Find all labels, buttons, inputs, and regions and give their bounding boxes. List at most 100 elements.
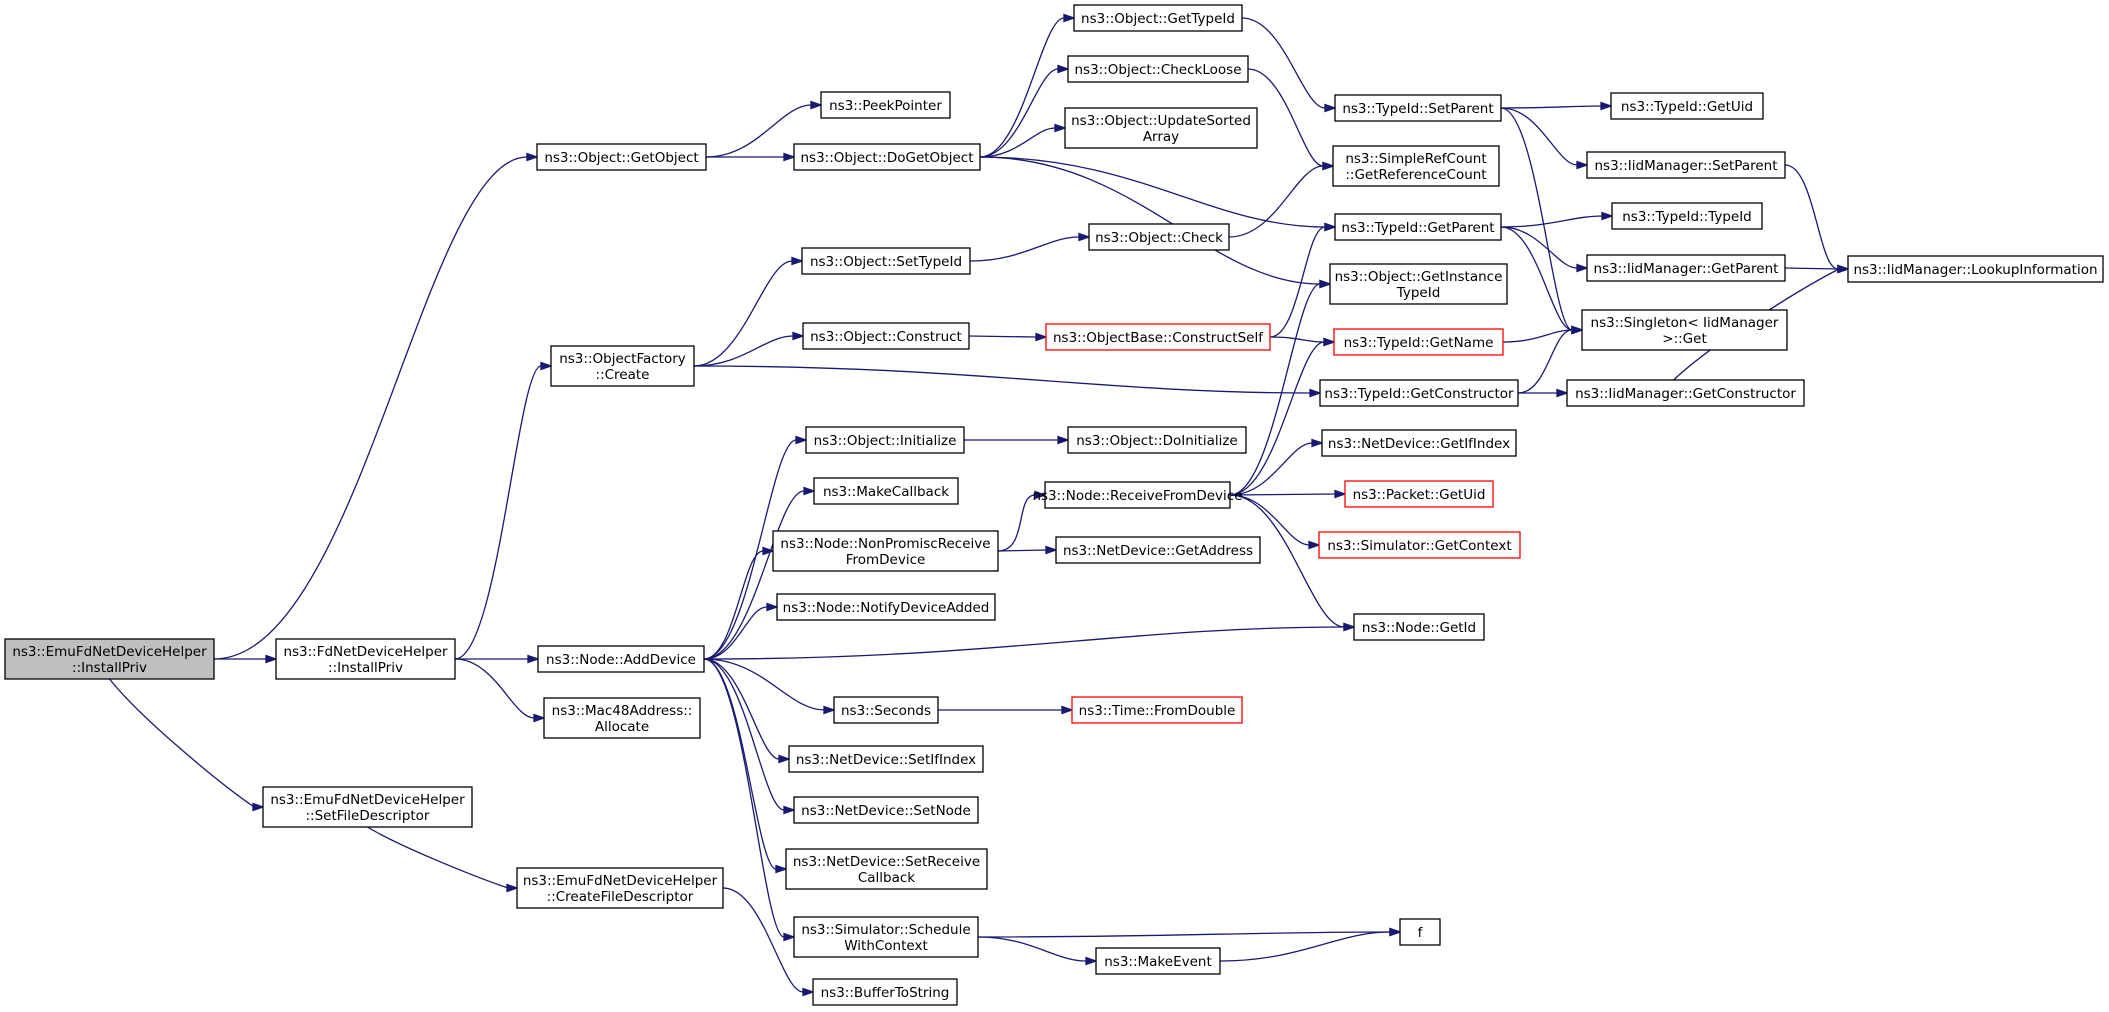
function-node-getifindex[interactable]: ns3::NetDevice::GetIfIndex bbox=[1321, 429, 1517, 457]
function-node-buffer2str[interactable]: ns3::BufferToString bbox=[812, 978, 958, 1006]
function-node-checkloose[interactable]: ns3::Object::CheckLoose bbox=[1067, 55, 1249, 83]
function-node-notifyadded[interactable]: ns3::Node::NotifyDeviceAdded bbox=[776, 593, 996, 621]
function-node-label: >::Get bbox=[1662, 331, 1706, 347]
function-node-tid_typeid[interactable]: ns3::TypeId::TypeId bbox=[1611, 202, 1763, 230]
function-node-label: ns3::Node::NonPromiscReceive bbox=[780, 536, 990, 552]
function-node-makeevent[interactable]: ns3::MakeEvent bbox=[1095, 947, 1221, 975]
call-edge-getobject-peek bbox=[705, 100, 823, 158]
function-node-label: ::SetFileDescriptor bbox=[306, 808, 430, 824]
function-node-root[interactable]: ns3::EmuFdNetDeviceHelper::InstallPriv bbox=[4, 638, 215, 680]
function-node-label: ns3::Object::DoGetObject bbox=[800, 150, 973, 166]
function-node-iid_setparent[interactable]: ns3::IidManager::SetParent bbox=[1586, 151, 1786, 179]
function-node-label: ns3::TypeId::SetParent bbox=[1342, 101, 1493, 117]
function-node-iid_getctor[interactable]: ns3::IidManager::GetConstructor bbox=[1566, 379, 1805, 407]
function-node-tid_getuid[interactable]: ns3::TypeId::GetUid bbox=[1610, 92, 1764, 120]
function-node-iid_getparent[interactable]: ns3::IidManager::GetParent bbox=[1586, 254, 1786, 282]
function-node-tid_setparent[interactable]: ns3::TypeId::SetParent bbox=[1334, 94, 1502, 122]
function-node-label: ns3::TypeId::GetUid bbox=[1621, 99, 1753, 115]
function-node-objfactory[interactable]: ns3::ObjectFactory::Create bbox=[550, 345, 695, 387]
function-node-tid_getname[interactable]: ns3::TypeId::GetName bbox=[1333, 328, 1504, 356]
call-edge-tid_setparent-singleton bbox=[1500, 107, 1584, 335]
function-node-tid_getparent[interactable]: ns3::TypeId::GetParent bbox=[1334, 213, 1502, 241]
function-node-label: ns3::Packet::GetUid bbox=[1353, 487, 1486, 503]
call-edge-recvfromdev-tid_getname bbox=[1229, 337, 1336, 496]
function-node-addDevice[interactable]: ns3::Node::AddDevice bbox=[537, 645, 705, 673]
call-edge-settypeid-check bbox=[969, 232, 1091, 262]
call-edge-recvfromdev-getifindex bbox=[1229, 438, 1324, 496]
call-edge-gettypeid-tid_setparent bbox=[1241, 17, 1337, 113]
function-node-label: ns3::TypeId::GetParent bbox=[1341, 220, 1494, 236]
function-node-sim_getctx[interactable]: ns3::Simulator::GetContext bbox=[1318, 531, 1521, 559]
call-edge-fd_install-mac48 bbox=[454, 658, 546, 723]
function-node-f[interactable]: f bbox=[1399, 918, 1441, 946]
function-node-iid_lookup[interactable]: ns3::IidManager::LookupInformation bbox=[1847, 255, 2104, 283]
function-node-gettypeid[interactable]: ns3::Object::GetTypeId bbox=[1073, 4, 1243, 32]
function-node-label: Callback bbox=[858, 870, 915, 886]
function-node-tid_getctor[interactable]: ns3::TypeId::GetConstructor bbox=[1319, 379, 1519, 407]
function-node-label: ::GetReferenceCount bbox=[1345, 167, 1486, 183]
function-node-label: ns3::ObjectFactory bbox=[559, 351, 686, 367]
call-graph-nodes: ns3::EmuFdNetDeviceHelper::InstallPrivns… bbox=[4, 4, 2104, 1006]
function-node-makecb[interactable]: ns3::MakeCallback bbox=[813, 477, 959, 505]
function-node-label: ns3::Object::CheckLoose bbox=[1074, 62, 1241, 78]
function-node-peek[interactable]: ns3::PeekPointer bbox=[820, 91, 951, 119]
function-node-simplerefcount[interactable]: ns3::SimpleRefCount::GetReferenceCount bbox=[1332, 145, 1500, 187]
function-node-dogetobject[interactable]: ns3::Object::DoGetObject bbox=[793, 143, 981, 171]
function-node-check[interactable]: ns3::Object::Check bbox=[1088, 223, 1230, 251]
function-node-label: ns3::NetDevice::SetReceive bbox=[793, 854, 980, 870]
function-node-settypeid[interactable]: ns3::Object::SetTypeId bbox=[801, 247, 971, 275]
call-edge-dogetobject-updatesorted bbox=[979, 123, 1067, 158]
function-node-packet_getuid[interactable]: ns3::Packet::GetUid bbox=[1344, 480, 1494, 508]
function-node-label: ::InstallPriv bbox=[72, 660, 147, 676]
function-node-recvfromdev[interactable]: ns3::Node::ReceiveFromDevice bbox=[1032, 481, 1243, 509]
function-node-label: ns3::IidManager::GetParent bbox=[1594, 261, 1779, 277]
function-node-fd_install[interactable]: ns3::FdNetDeviceHelper::InstallPriv bbox=[275, 638, 456, 680]
function-node-setifindex[interactable]: ns3::NetDevice::SetIfIndex bbox=[788, 745, 984, 773]
function-node-label: ns3::FdNetDeviceHelper bbox=[283, 644, 448, 660]
function-node-label: ns3::Mac48Address:: bbox=[552, 703, 693, 719]
call-edge-addDevice-makecb bbox=[703, 486, 816, 660]
call-edge-tid_getparent-tid_typeid bbox=[1500, 211, 1614, 228]
function-node-constructself[interactable]: ns3::ObjectBase::ConstructSelf bbox=[1045, 323, 1271, 351]
function-node-label: ns3::EmuFdNetDeviceHelper bbox=[12, 644, 207, 660]
function-node-emu_createfd[interactable]: ns3::EmuFdNetDeviceHelper::CreateFileDes… bbox=[516, 867, 724, 909]
call-edge-addDevice-schedctx bbox=[703, 658, 796, 942]
call-edge-nonpromisc-getaddress bbox=[997, 545, 1058, 555]
call-edge-addDevice-setifindex bbox=[703, 658, 791, 764]
function-node-label: ns3::Object::Check bbox=[1095, 230, 1223, 246]
call-edge-checkloose-simplerefcount bbox=[1247, 68, 1335, 171]
call-edge-addDevice-initialize bbox=[703, 435, 808, 660]
function-node-emu_setfd[interactable]: ns3::EmuFdNetDeviceHelper::SetFileDescri… bbox=[262, 786, 473, 828]
function-node-getobject[interactable]: ns3::Object::GetObject bbox=[536, 143, 707, 171]
function-node-node_getid[interactable]: ns3::Node::GetId bbox=[1353, 613, 1485, 641]
function-node-label: ns3::TypeId::TypeId bbox=[1622, 209, 1752, 225]
call-edge-seconds-fromdouble bbox=[938, 705, 1074, 715]
call-edge-emu_createfd-buffer2str bbox=[722, 887, 815, 997]
function-node-label: ::Create bbox=[596, 367, 650, 383]
call-edge-root-fd_install bbox=[214, 654, 278, 664]
function-node-label: ns3::Time::FromDouble bbox=[1079, 703, 1236, 719]
function-node-seconds[interactable]: ns3::Seconds bbox=[833, 696, 939, 724]
function-node-label: ns3::Object::Construct bbox=[810, 329, 962, 345]
function-node-label: TypeId bbox=[1396, 285, 1441, 301]
function-node-singleton[interactable]: ns3::Singleton< IidManager >::Get bbox=[1581, 309, 1788, 351]
function-node-doinit[interactable]: ns3::Object::DoInitialize bbox=[1067, 426, 1247, 454]
function-node-label: ns3::Node::ReceiveFromDevice bbox=[1032, 488, 1242, 504]
function-node-construct[interactable]: ns3::Object::Construct bbox=[802, 322, 970, 350]
call-edge-tid_getparent-iid_getparent bbox=[1500, 226, 1589, 273]
function-node-getaddress[interactable]: ns3::NetDevice::GetAddress bbox=[1055, 536, 1261, 564]
call-edge-iid_setparent-iid_lookup bbox=[1784, 164, 1850, 274]
function-node-mac48[interactable]: ns3::Mac48Address::Allocate bbox=[543, 697, 701, 739]
function-node-label: ns3::NetDevice::SetIfIndex bbox=[796, 752, 976, 768]
function-node-fromdouble[interactable]: ns3::Time::FromDouble bbox=[1071, 696, 1243, 724]
call-edge-recvfromdev-packet_getuid bbox=[1229, 489, 1347, 499]
function-node-setnode[interactable]: ns3::NetDevice::SetNode bbox=[793, 796, 979, 824]
function-node-label: ns3::Simulator::Schedule bbox=[801, 922, 970, 938]
function-node-initialize[interactable]: ns3::Object::Initialize bbox=[805, 426, 965, 454]
